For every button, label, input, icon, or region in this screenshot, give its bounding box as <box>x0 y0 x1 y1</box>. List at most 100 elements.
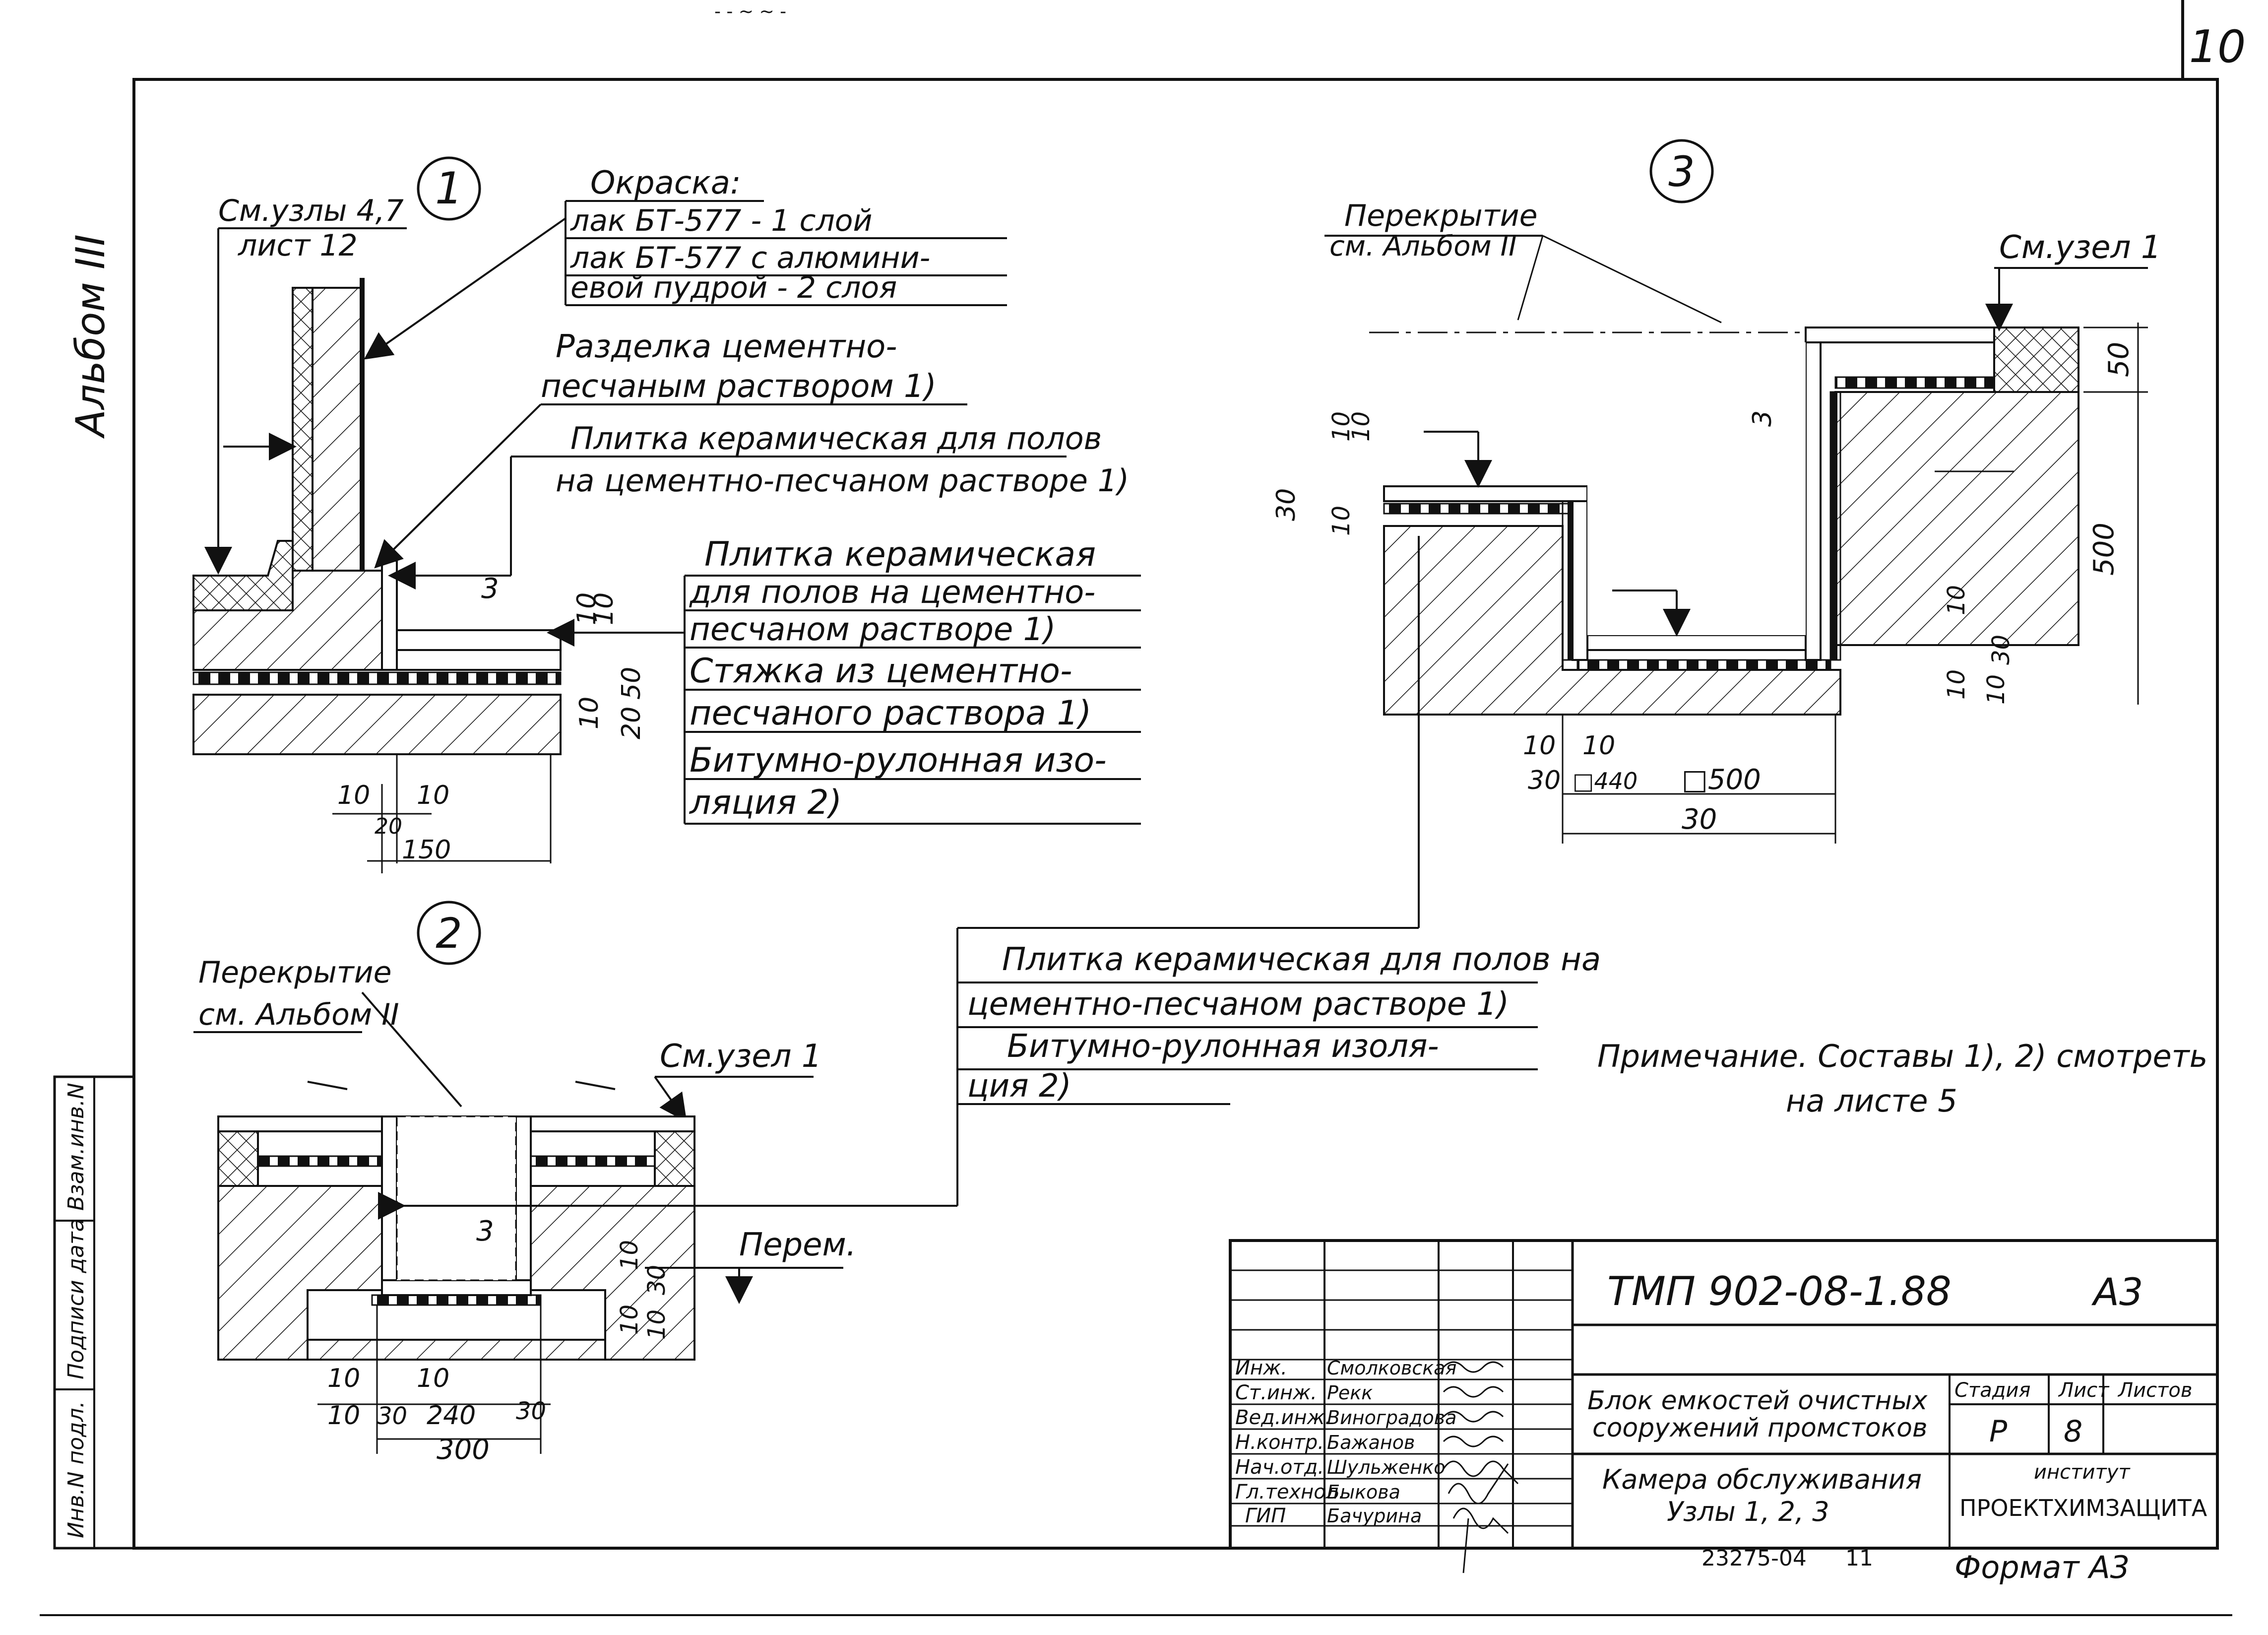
node-3: 3 Перекрытие см. Альбом II См.узел 1 5 <box>1271 139 2161 844</box>
node-2: 2 Перекрытие см. Альбом II См.узел 1 Пер… <box>193 901 958 1466</box>
top-mark: - - ~ ~ - <box>714 1 786 22</box>
role-3: Н.контр. <box>1235 1431 1324 1454</box>
name-5: Быкова <box>1327 1481 1400 1503</box>
side-stamp-inv: Инв.N подл. <box>63 1401 89 1538</box>
node-3-dim-10h: 10 <box>1582 731 1615 761</box>
node-2-dim-10d: 10 <box>327 1364 360 1393</box>
stage-value: Р <box>1989 1414 2008 1449</box>
node-1-legend-5: песчаного раствора 1) <box>690 694 1091 733</box>
node-1-dim-10a: 10 <box>572 592 602 625</box>
node-1-paint-line-2: лак БТ-577 с алюмини- <box>570 241 930 275</box>
title-block: ТМП 902-08-1.88 А3 Инж. Ст.инж. Вед.инж.… <box>1229 1239 2219 1585</box>
node-3-dim-10c: 10 <box>1327 506 1355 536</box>
node-2-ref: Перекрытие <box>198 955 392 990</box>
node-1-dim-20b: 20 <box>375 814 402 839</box>
note-line-1: Примечание. Составы 1), 2) смотреть <box>1597 1038 2207 1074</box>
node-3-dim-10b: 10 <box>1347 411 1375 442</box>
node-2-dim-10b: 10 <box>616 1305 643 1335</box>
node-3-dim-500: 500 <box>2088 523 2120 576</box>
node-1-legend-1: Плитка керамическая <box>704 535 1096 574</box>
outer-frame <box>132 78 2219 1550</box>
node-1: 1 См.узлы 4,7 лист 12 Окраска: лак БТ-57… <box>192 156 1141 873</box>
stage-label: Стадия <box>1954 1379 2030 1402</box>
node-1-tile-1: Плитка керамическая для полов <box>570 420 1102 457</box>
node-1-dim-20: 20 <box>617 707 646 739</box>
role-2: Вед.инж. <box>1235 1406 1331 1429</box>
node-1-joint-2: песчаным раствором 1) <box>541 368 937 405</box>
name-6: Бачурина <box>1327 1505 1422 1527</box>
name-1: Рекк <box>1327 1382 1373 1404</box>
role-0: Инж. <box>1235 1357 1287 1379</box>
album-side-label: Альбом III <box>67 234 114 439</box>
role-5: Гл.технол. <box>1235 1481 1345 1504</box>
sheets-label: Листов <box>2117 1379 2192 1402</box>
node-3-circle <box>1649 139 1714 203</box>
common-legend: Плитка керамическая для полов на цементн… <box>957 536 1601 1105</box>
node-3-dim-10a: 10 <box>1327 411 1355 442</box>
name-0: Смолковская <box>1327 1357 1456 1379</box>
note-line-2: на листе 5 <box>1786 1083 1957 1119</box>
page-number: 10 <box>2189 21 2246 73</box>
node-3-dim-10i: 30 <box>1528 766 1561 795</box>
node-1-dim-3: 3 <box>481 573 499 605</box>
institute-label: институт <box>2034 1461 2131 1484</box>
title-format-code: А3 <box>2091 1270 2143 1314</box>
node-2-dim-300: 300 <box>437 1434 490 1466</box>
sheet-label: Лист <box>2058 1379 2110 1402</box>
node-2-dim-30b: 30 <box>377 1402 407 1430</box>
project-1: Блок емкостей очистных <box>1587 1386 1928 1416</box>
side-stamp-signs: Подписи дата <box>63 1218 89 1379</box>
node-2-dim-240: 240 <box>427 1401 476 1431</box>
node-1-joint-1: Разделка цементно- <box>556 328 897 365</box>
node-2-ref-node: См.узел 1 <box>660 1038 822 1075</box>
name-2: Виноградова <box>1327 1407 1456 1429</box>
node-3-dim-10d: 10 <box>1943 585 1970 615</box>
node-2-dim-30c: 30 <box>516 1397 546 1425</box>
name-4: Шульженко <box>1327 1456 1445 1478</box>
common-legend-4: ция 2) <box>967 1068 1071 1105</box>
project-2: сооружений промстоков <box>1592 1413 1928 1443</box>
node-2-dim-10f: 10 <box>417 1364 449 1393</box>
node-3-dim-10f: 10 <box>1982 674 2010 705</box>
side-stamp-replace: Взам.инв.N <box>63 1083 89 1211</box>
node-2-dim-10c: 10 <box>643 1309 671 1340</box>
role-6: ГИП <box>1245 1504 1286 1527</box>
node-1-dim-10d: 10 <box>337 781 370 810</box>
node-1-paint-title: Окраска: <box>590 165 741 201</box>
node-1-tile-2: на цементно-песчаном растворе 1) <box>556 462 1129 499</box>
role-4: Нач.отд. <box>1235 1456 1324 1479</box>
node-3-number: 3 <box>1668 147 1695 196</box>
node-1-dim-10c: 10 <box>574 697 604 729</box>
node-1-legend-3: песчаном растворе 1) <box>690 611 1056 648</box>
node-1-circle <box>417 156 481 221</box>
node-1-legend-4: Стяжка из цементно- <box>690 652 1072 691</box>
role-1: Ст.инж. <box>1235 1381 1317 1404</box>
node-3-dim-3: 3 <box>1748 410 1777 427</box>
node-1-paint-line-3: евой пудрой - 2 слоя <box>570 270 897 305</box>
node-2-perem: Перем. <box>739 1227 856 1263</box>
node-2-circle <box>417 901 481 965</box>
sheet-title-1: Камера обслуживания <box>1602 1464 1922 1495</box>
node-2-dim-10e: 10 <box>327 1401 360 1431</box>
node-2-number: 2 <box>436 909 462 958</box>
node-1-dim-150: 150 <box>402 835 451 865</box>
node-2-ref2: см. Альбом II <box>198 997 399 1032</box>
node-1-legend-7: ляция 2) <box>689 783 842 822</box>
node-1-number: 1 <box>435 163 463 214</box>
node-3-dim-10e: 10 <box>1943 669 1970 700</box>
node-2-dim-3: 3 <box>476 1215 494 1247</box>
node-1-dim-50: 50 <box>617 667 646 700</box>
node-2-dim-10a: 10 <box>616 1240 643 1270</box>
common-legend-1: Плитка керамическая для полов на <box>1002 941 1601 978</box>
node-3-dim-440: □500 <box>1682 764 1761 796</box>
name-3: Бажанов <box>1327 1432 1415 1453</box>
node-3-dim-30b: 30 <box>1987 635 2015 665</box>
node-3-ref-node: См.узел 1 <box>1999 229 2161 266</box>
node-2-dim-30a: 30 <box>643 1265 671 1295</box>
node-3-ref: Перекрытие <box>1344 198 1538 233</box>
sheet-value: 8 <box>2064 1414 2082 1449</box>
node-1-dim-10b: 10 <box>589 592 619 625</box>
node-1-dim-10e: 10 <box>417 781 449 810</box>
sheet-title-2: Узлы 1, 2, 3 <box>1667 1496 1829 1527</box>
